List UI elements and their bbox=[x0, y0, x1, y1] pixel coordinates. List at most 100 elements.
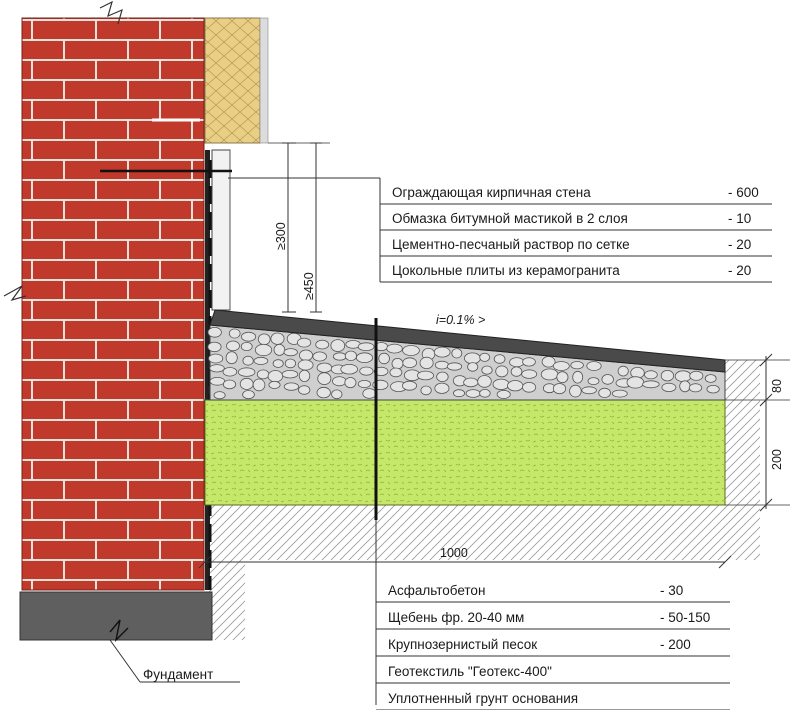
gravel-stone bbox=[267, 370, 284, 383]
gravel-stone bbox=[209, 376, 226, 386]
gravel-stone bbox=[389, 367, 403, 378]
gravel-stone bbox=[477, 375, 492, 388]
gravel-stone bbox=[552, 361, 570, 371]
gravel-stone bbox=[446, 362, 463, 371]
gravel-stone bbox=[704, 374, 717, 383]
gravel-stone bbox=[209, 364, 225, 373]
gravel-stone bbox=[283, 348, 298, 357]
gravel-stone bbox=[252, 378, 266, 392]
gravel-stone bbox=[479, 388, 491, 398]
upper-layer-callouts: Ограждающая кирпичная стена- 600Обмазка … bbox=[380, 185, 772, 283]
callout-layer-name: Крупнозернистый песок bbox=[388, 637, 537, 652]
gravel-stone bbox=[297, 359, 314, 371]
gravel-stone bbox=[402, 345, 420, 356]
gravel-stone bbox=[281, 370, 299, 379]
gravel-stone bbox=[272, 359, 284, 368]
callout-layer-value: - 20 bbox=[728, 237, 751, 252]
callout-layer-name: Ограждающая кирпичная стена bbox=[392, 185, 591, 200]
gravel-stone bbox=[316, 362, 333, 373]
gravel-stone bbox=[362, 388, 377, 399]
gravel-stone bbox=[496, 389, 511, 399]
width-dimension bbox=[198, 555, 732, 569]
gravel-stone bbox=[433, 346, 451, 358]
gravel-stone bbox=[611, 389, 628, 398]
dimension-h2: ≥450 bbox=[302, 272, 316, 300]
gravel-stone bbox=[479, 352, 491, 362]
gravel-stone bbox=[268, 380, 281, 389]
gravel-stone bbox=[510, 366, 523, 377]
gravel-stone bbox=[208, 353, 224, 364]
gravel-stone bbox=[660, 370, 675, 382]
gravel-stone bbox=[688, 383, 703, 393]
gravel-stone bbox=[572, 370, 584, 384]
slope-label: i=0.1% > bbox=[436, 313, 485, 327]
gravel-stone bbox=[495, 365, 509, 378]
foundation-label: Фундамент bbox=[143, 667, 213, 682]
gravel-stone bbox=[569, 384, 582, 398]
gravel-stone bbox=[273, 343, 286, 356]
gravel-stone bbox=[332, 352, 347, 361]
callout-layer-name: Уплотненный грунт основания bbox=[388, 691, 578, 706]
foundation-leader bbox=[109, 639, 141, 683]
gravel-stone bbox=[344, 377, 357, 389]
dimension-sand: 200 bbox=[770, 449, 784, 470]
gravel-stone bbox=[222, 367, 238, 377]
gravel-stone bbox=[493, 354, 506, 364]
gravel-stone bbox=[340, 364, 359, 375]
gravel-stone bbox=[226, 340, 240, 352]
callout-layer-name: Асфальтобетон bbox=[388, 583, 485, 598]
gravel-stone bbox=[556, 371, 569, 384]
break-mark bbox=[109, 619, 129, 643]
gravel-stone bbox=[312, 351, 327, 362]
gravel-stone bbox=[283, 382, 299, 391]
gravel-stone bbox=[522, 357, 536, 367]
gravel-stone bbox=[492, 378, 510, 390]
wall-render bbox=[259, 17, 269, 144]
gravel-stone bbox=[254, 343, 273, 357]
callout-layer-name: Геотекстиль "Геотекс-400" bbox=[388, 664, 552, 679]
brick-wall bbox=[3, 0, 205, 591]
height-dimensions bbox=[268, 142, 330, 313]
gravel-stone bbox=[617, 365, 629, 377]
gravel-stone bbox=[465, 389, 481, 398]
gravel-stone bbox=[355, 352, 373, 364]
gravel-stone bbox=[296, 337, 312, 348]
gravel-stone bbox=[598, 387, 611, 398]
gravel-stone bbox=[332, 376, 347, 387]
gravel-stone bbox=[298, 369, 311, 382]
callout-layer-value: - 50-150 bbox=[660, 610, 710, 625]
callout-layer-name: Обмазка битумной мастикой в 2 слоя bbox=[392, 211, 628, 226]
gravel-stone bbox=[225, 351, 238, 365]
gravel-stone bbox=[386, 343, 403, 354]
gravel-stone bbox=[552, 383, 567, 395]
gravel-stone bbox=[509, 357, 525, 368]
gravel-stone bbox=[521, 369, 538, 379]
gravel-stone bbox=[359, 366, 374, 376]
gravel-stone bbox=[391, 358, 404, 370]
gravel-stone bbox=[507, 380, 524, 392]
callout-layer-name: Цементно-песчаный раствор по сетке bbox=[392, 237, 630, 252]
gravel-stone bbox=[239, 377, 254, 390]
gravel-stone bbox=[357, 342, 375, 352]
gravel-stone bbox=[644, 370, 658, 380]
gravel-stone bbox=[373, 366, 389, 376]
gravel-stone bbox=[241, 331, 257, 342]
gravel-stone bbox=[213, 391, 226, 400]
ground-hatching bbox=[205, 360, 760, 640]
gravel-stone bbox=[242, 355, 254, 366]
gravel-stone bbox=[237, 367, 256, 377]
callout-layer-value: - 200 bbox=[660, 637, 691, 652]
gravel-stone bbox=[344, 350, 357, 362]
gravel-stone bbox=[436, 371, 449, 383]
gravel-stone bbox=[570, 361, 584, 370]
gravel-stone bbox=[463, 377, 479, 388]
callout-layer-value: - 30 bbox=[660, 583, 683, 598]
gravel-stone bbox=[253, 356, 269, 365]
gravel-stone bbox=[284, 358, 296, 369]
dimension-width: 1000 bbox=[440, 546, 468, 560]
gravel-stone bbox=[481, 365, 493, 375]
gravel-stone bbox=[420, 385, 432, 396]
gravel-stone bbox=[207, 341, 222, 353]
